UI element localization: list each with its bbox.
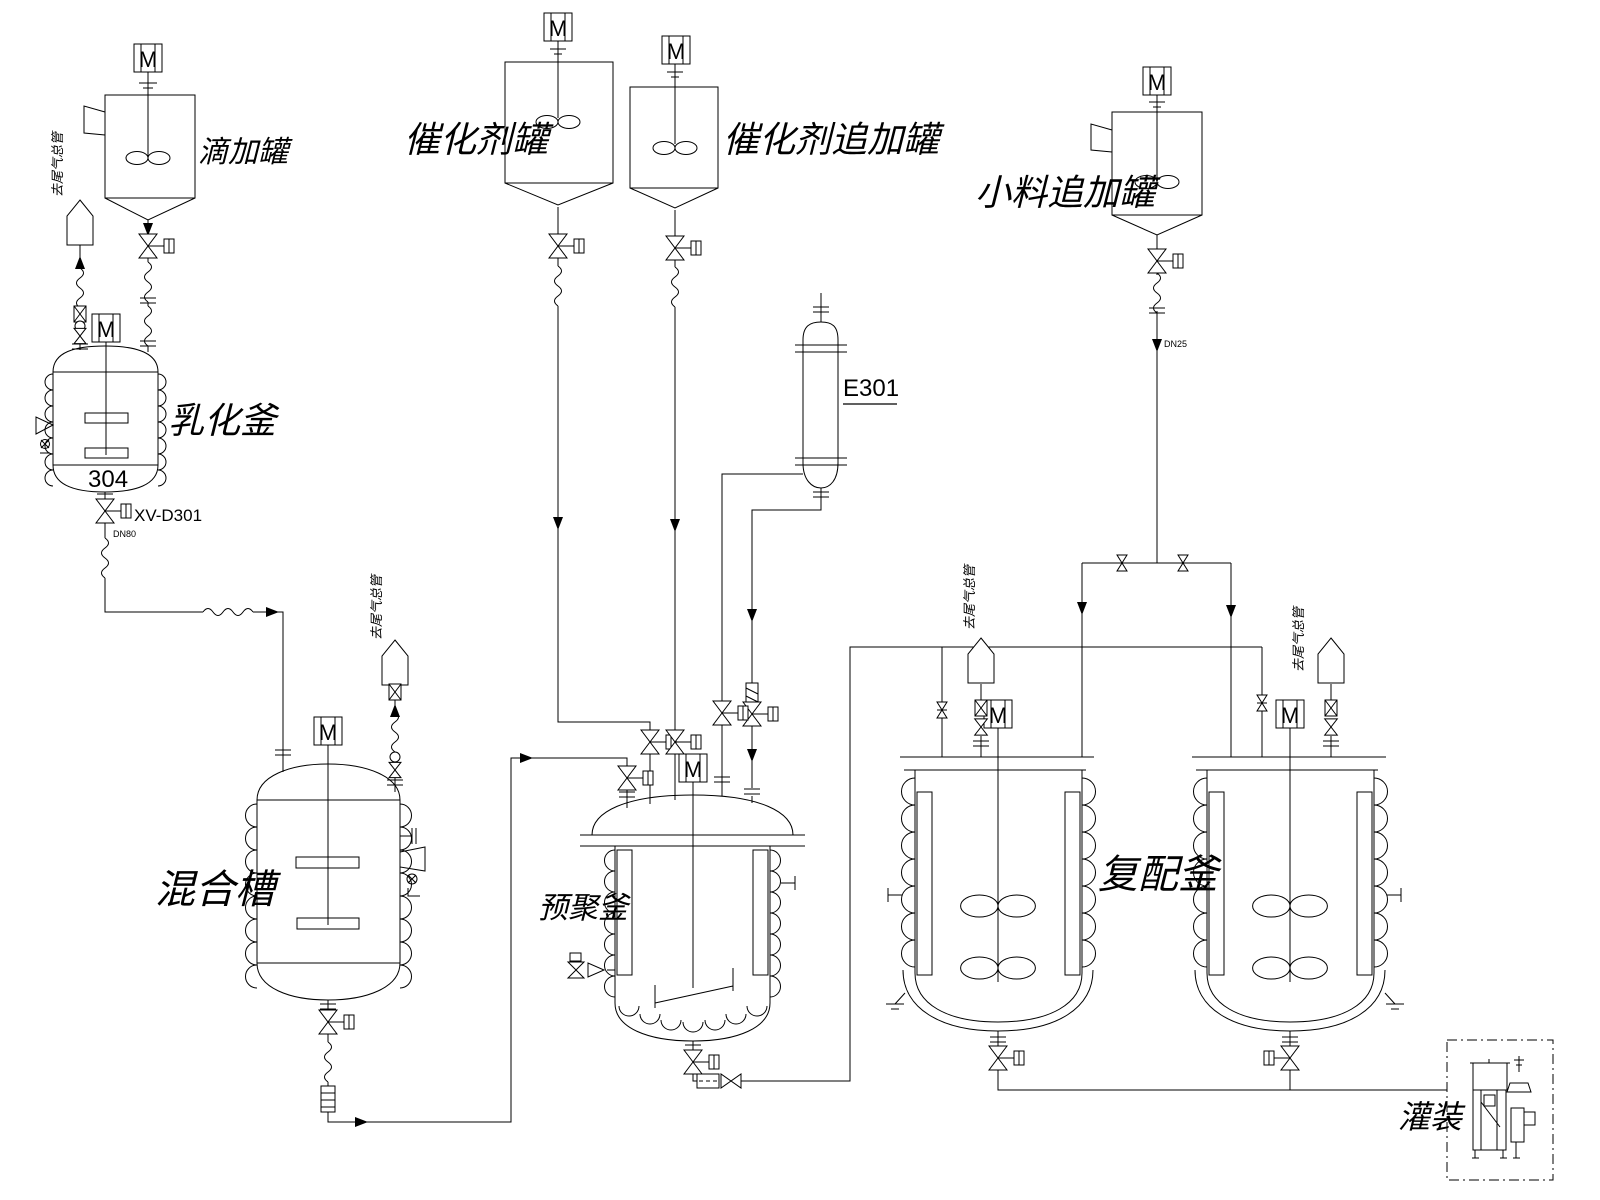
compounding-kettle-2-vent: 去尾气总管 — [1291, 605, 1345, 747]
vent-header-label: 去尾气总管 — [50, 130, 65, 197]
emulsify-kettle-label: 乳化釜 — [168, 400, 280, 441]
line-size-label: DN25 — [1164, 339, 1187, 349]
mixing-tank-label: 混合槽 — [155, 868, 282, 912]
catalyst-addition-tank: 催化剂追加罐 — [630, 35, 945, 755]
butterfly-valve-icon — [721, 1074, 741, 1088]
catalyst-addition-tank-label: 催化剂追加罐 — [723, 119, 945, 160]
drip-tank-label: 滴加罐 — [198, 136, 293, 169]
mixing-tank: 混合槽 — [155, 716, 425, 1112]
small-material-tank-label: 小料追加罐 — [975, 172, 1161, 213]
condenser-e301: E301 — [712, 306, 899, 795]
prepolymer-kettle-label: 预聚釜 — [538, 892, 631, 925]
emulsify-kettle: 乳化釜 304 XV-D301 DN80 — [36, 313, 280, 616]
compounding-kettle-1-vent: 去尾气总管 — [962, 563, 995, 747]
vent-header-label: 去尾气总管 — [1291, 605, 1306, 672]
pump-icon — [321, 1086, 335, 1112]
condenser-tag: E301 — [843, 375, 899, 402]
piping-lines — [80, 207, 1447, 1122]
catalyst-tank: 催化剂罐 — [404, 12, 677, 755]
compounding-kettle-2: 复配釜 — [1098, 694, 1405, 1071]
filling-station: 灌装 — [1398, 1040, 1553, 1180]
compounding-kettle-1 — [885, 699, 1096, 1071]
line-size-label: DN80 — [113, 529, 136, 539]
filling-machine-icon — [1470, 1056, 1535, 1158]
mixing-tank-vent: 去尾气总管 — [369, 573, 409, 786]
drip-tank: 滴加罐 — [84, 43, 293, 347]
compounding-kettle-label: 复配釜 — [1098, 853, 1222, 897]
side-nozzle-icon — [400, 828, 416, 844]
sample-valve-icon — [568, 953, 615, 978]
emulsifier-vent: 去尾气总管 — [50, 130, 94, 350]
prepolymer-kettle: 预聚釜 — [538, 753, 805, 1088]
small-material-tank: DN25 小料追加罐 — [975, 66, 1202, 572]
vent-header-label: 去尾气总管 — [962, 563, 977, 630]
vent-header-label: 去尾气总管 — [369, 573, 384, 640]
side-nozzle-icon — [36, 417, 53, 434]
filling-label: 灌装 — [1398, 1099, 1466, 1135]
emulsify-kettle-tag: 304 — [88, 466, 128, 493]
valve-tag: XV-D301 — [134, 506, 202, 525]
catalyst-tank-label: 催化剂罐 — [404, 119, 554, 160]
